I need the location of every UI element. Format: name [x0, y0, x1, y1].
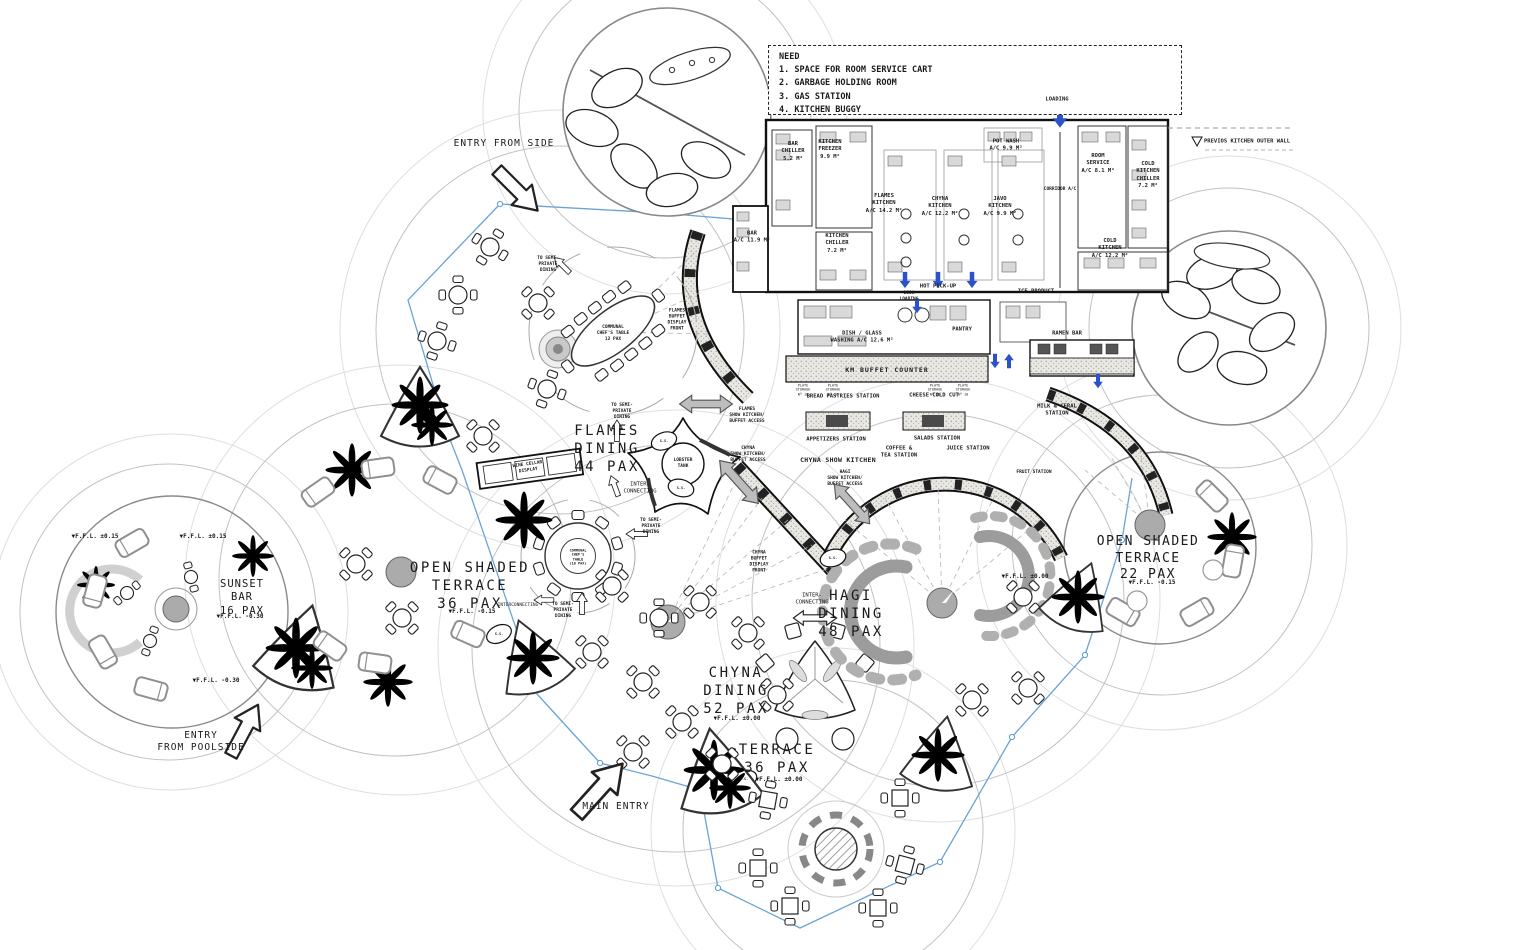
entry-from-side-arrow — [485, 158, 549, 222]
need-item-2: 2. GARBAGE HOLDING ROOM — [779, 78, 897, 89]
hagi-counter-seating — [816, 511, 1056, 686]
need-item-1: 1. SPACE FOR ROOM SERVICE CART — [779, 65, 933, 76]
kitchen-block — [732, 95, 1295, 355]
restroom-pod-left — [562, 7, 772, 217]
lounge-seating — [81, 455, 1246, 703]
dining-tables-hagi — [944, 569, 1056, 728]
need-item-3: 3. GAS STATION — [779, 91, 851, 102]
need-title: NEED — [779, 52, 800, 62]
buffet-counters — [681, 229, 1174, 576]
terrace-grill — [787, 800, 885, 898]
lobster-tank — [627, 417, 741, 515]
communal-chefs-table-12 — [528, 246, 698, 416]
restroom-pod-right — [1131, 230, 1327, 426]
communal-chefs-table-10 — [520, 498, 636, 614]
need-note-box: NEED 1. SPACE FOR ROOM SERVICE CART 2. G… — [768, 45, 1182, 115]
dining-tables-open36 — [328, 536, 430, 646]
need-item-4: 4. KITCHEN BUGGY — [779, 104, 861, 115]
wine-cellar-display — [475, 447, 585, 490]
entry-from-poolside-arrow — [217, 696, 272, 764]
entry-arrows — [217, 158, 637, 828]
